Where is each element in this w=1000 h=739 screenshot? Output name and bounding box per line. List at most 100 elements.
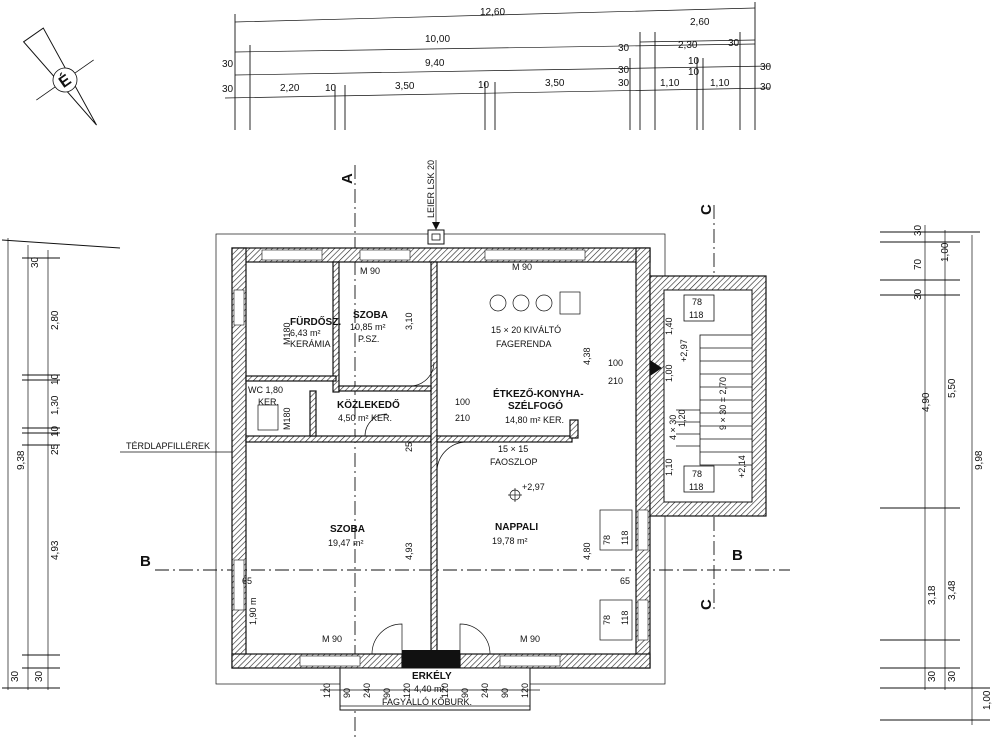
dim-30a: 30 <box>618 43 630 54</box>
room-szoba-top-name: SZOBA <box>353 310 388 321</box>
dim-bottom-3: 240 <box>362 683 372 698</box>
note-door-210b: 210 <box>455 413 470 423</box>
room-furdoszoba-area: 6,43 m² <box>290 328 321 338</box>
stair-dim-4x30: 4 × 30 <box>668 415 678 440</box>
note-d65a: 65 <box>242 576 252 586</box>
dim-left-1-30: 1,30 <box>50 395 61 415</box>
note-w-118-c: 118 <box>620 531 630 545</box>
dim-1-10a: 1,10 <box>660 78 680 89</box>
dim-30e: 30 <box>760 62 772 73</box>
room-furdoszoba-name: FÜRDŐSZ. <box>290 315 341 328</box>
note-m90-b: M 90 <box>512 262 532 272</box>
dim-stair-width: 2,60 <box>690 17 710 28</box>
room-szoba-top-floor: P.SZ. <box>358 334 379 344</box>
note-w-118-d: 118 <box>620 611 630 625</box>
balcony <box>339 667 531 711</box>
dim-bottom-9: 90 <box>500 688 510 698</box>
dim-left-30c: 30 <box>34 670 45 682</box>
dim-10a: 10 <box>688 56 700 67</box>
room-labels: FÜRDŐSZ. 6,43 m² KERÁMIA SZOBA 10,85 m² … <box>290 310 584 707</box>
staircase: 78 118 78 118 9 × 30 = 2,70 +2,97 +2,14 … <box>649 275 767 517</box>
note-m90-a: M 90 <box>360 266 380 276</box>
note-ker: KER. <box>258 397 279 407</box>
dim-10-00: 10,00 <box>425 34 450 45</box>
note-beam: 15 × 20 KIVÁLTÓ <box>491 325 561 335</box>
dim-right-30b: 30 <box>913 288 924 300</box>
room-erkely-name: ERKÉLY <box>412 669 452 682</box>
left-dimension-chains: 9,38 30 2,80 10 1,30 10 25 4,93 30 30 <box>1 238 121 690</box>
dim-overall-width: 12,60 <box>480 7 505 18</box>
room-kozlekedo-area: 4,50 m² KER. <box>338 413 392 423</box>
dim-bottom-1: 120 <box>322 683 332 698</box>
note-column: 15 × 15 <box>498 444 528 454</box>
dim-right-70: 70 <box>913 258 924 270</box>
dim-3-50b: 3,50 <box>545 78 565 89</box>
note-door-210: 210 <box>608 376 623 386</box>
axis-c-bottom-label: C <box>698 599 715 610</box>
axis-b-right-label: B <box>732 547 743 564</box>
exterior-walls <box>231 229 651 669</box>
dim-10d: 10 <box>478 80 490 91</box>
note-dim-4-38: 4,38 <box>582 347 592 365</box>
callouts: LEIER LSK 20 TÉRDLAPFILLÉREK <box>120 160 440 453</box>
dim-30c: 30 <box>222 59 234 70</box>
doors <box>364 361 491 668</box>
room-etkezo-name: ÉTKEZŐ-KONYHA- <box>493 387 584 400</box>
note-dim-1-90: 1,90 m <box>248 597 258 625</box>
roof-outline <box>215 233 666 685</box>
dim-right-30d: 30 <box>947 670 958 682</box>
dim-1-10b: 1,10 <box>710 78 730 89</box>
dim-2-20: 2,20 <box>280 83 300 94</box>
dim-right-4-90: 4,90 <box>921 392 932 412</box>
dim-bottom-8: 240 <box>480 683 490 698</box>
note-m90-d: M 90 <box>520 634 540 644</box>
note-column2: FAOSZLOP <box>490 457 538 467</box>
dim-left-9-38: 9,38 <box>16 450 27 470</box>
stair-dim-1-20: 1,20 <box>677 409 687 427</box>
note-m180-a: M180 <box>282 322 292 345</box>
room-szoba-top-area: 10,85 m² <box>350 322 386 332</box>
plan-notes: 15 × 20 KIVÁLTÓ FAGERENDA 15 × 15 FAOSZL… <box>242 262 630 644</box>
note-w-78-c: 78 <box>602 535 612 545</box>
interior-walls <box>245 261 579 655</box>
dim-right-1-00b: 1,00 <box>982 690 993 710</box>
fixtures <box>257 291 633 641</box>
dim-right-5-50: 5,50 <box>947 378 958 398</box>
dim-bottom-2: 90 <box>342 688 352 698</box>
room-erkely-area: 4,40 m² <box>414 684 445 694</box>
dim-bottom-6: 120 <box>440 683 450 698</box>
north-arrow: É <box>22 27 97 126</box>
dim-30g: 30 <box>618 78 630 89</box>
note-dim-3-10: 3,10 <box>404 312 414 330</box>
dim-10c: 10 <box>325 83 337 94</box>
stair-run-label: 9 × 30 = 2,70 <box>718 377 728 430</box>
dim-right-30a: 30 <box>913 224 924 236</box>
stair-dim-1-40: 1,40 <box>664 317 674 335</box>
dim-30b: 30 <box>728 38 740 49</box>
note-beam2: FAGERENDA <box>496 339 552 349</box>
note-dim-4-93: 4,93 <box>404 542 414 560</box>
room-furdoszoba-floor: KERÁMIA <box>290 339 331 349</box>
dim-left-2-80: 2,80 <box>50 310 61 330</box>
stair-window-top-w: 78 <box>692 297 702 307</box>
stair-window-bot-h: 118 <box>689 482 703 492</box>
room-erkely-finish: FAGYÁLLÓ KŐBURK. <box>382 697 472 707</box>
entry-arrow-icon <box>650 360 662 376</box>
stair-dim-1-00: 1,00 <box>664 364 674 382</box>
dim-right-30c: 30 <box>927 670 938 682</box>
room-nappali-level: +2,97 <box>522 482 545 492</box>
dim-right-3-18: 3,18 <box>927 585 938 605</box>
dim-9-40: 9,40 <box>425 58 445 69</box>
stair-level-bottom: +2,14 <box>737 455 747 478</box>
stair-dim-1-10: 1,10 <box>664 458 674 476</box>
note-door-100b: 100 <box>455 397 470 407</box>
dim-left-25: 25 <box>50 443 61 455</box>
dim-right-9-98: 9,98 <box>974 450 985 470</box>
dim-right-3-48: 3,48 <box>947 580 958 600</box>
dim-bottom-5: 120 <box>402 683 412 698</box>
callout-terdlap: TÉRDLAPFILLÉREK <box>126 441 210 451</box>
right-dimension-chains: 30 1,00 70 30 5,50 4,90 9,98 3,48 3,18 3… <box>880 224 993 725</box>
note-wc: WC 1,80 <box>248 385 283 395</box>
